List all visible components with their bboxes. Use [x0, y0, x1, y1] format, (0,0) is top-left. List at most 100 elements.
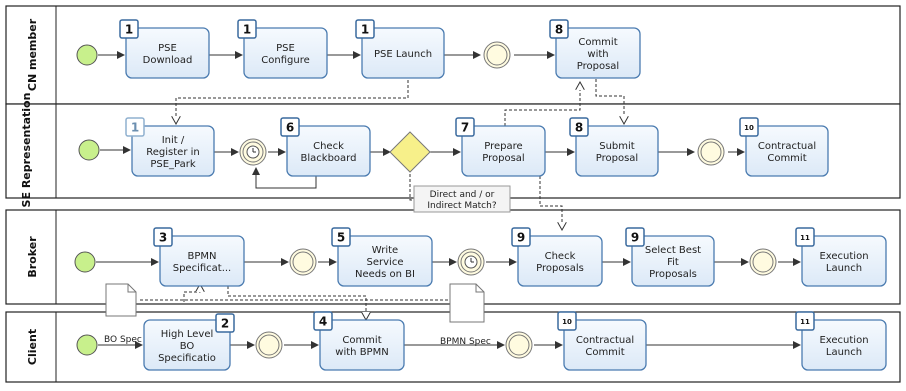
- gateway-annotation-line1: Direct and / or: [430, 190, 495, 200]
- task-label-line: Launch: [826, 347, 862, 358]
- task-box[interactable]: [801, 319, 887, 371]
- task-box[interactable]: [286, 125, 371, 177]
- task-box[interactable]: [745, 125, 829, 177]
- task-box[interactable]: [555, 27, 641, 79]
- task-label-line: Register in: [146, 147, 199, 158]
- task-label-line: PSE Launch: [374, 49, 432, 60]
- task-number-badge: [795, 311, 815, 331]
- task-label-line: Proposal: [596, 153, 638, 164]
- event-broker-1: [289, 248, 317, 276]
- task-number: 1: [131, 121, 139, 135]
- task-number-badge: [455, 117, 475, 137]
- task-box[interactable]: [319, 319, 405, 371]
- task-number: 4: [319, 315, 327, 329]
- timer-events: [239, 138, 485, 276]
- task-box[interactable]: [143, 319, 231, 371]
- task-number-badge: [739, 117, 759, 137]
- task-box[interactable]: [125, 27, 210, 79]
- task-number-badge: [511, 227, 531, 247]
- gateway: [389, 131, 431, 173]
- task-number-badge: [280, 117, 300, 137]
- task-number-badge: [795, 227, 815, 247]
- bpmn-spec-label: BPMN Spec: [440, 337, 491, 347]
- task-number-badge: [355, 19, 375, 39]
- task-box[interactable]: [563, 319, 647, 371]
- task-box[interactable]: [243, 27, 328, 79]
- task-label-line: Proposal: [577, 61, 619, 72]
- timer-icon: [239, 138, 267, 166]
- task-number-badge: [331, 227, 351, 247]
- task-label-line: Select Best: [645, 245, 701, 256]
- task-number: 10: [744, 124, 754, 132]
- task-label-line: Check: [313, 141, 344, 152]
- start-event-broker: [74, 251, 96, 273]
- task-box[interactable]: [801, 235, 887, 287]
- task-number-badge: [313, 311, 333, 331]
- task-box[interactable]: [461, 125, 546, 177]
- task-number-badge: [569, 117, 589, 137]
- task-number-badge: [125, 117, 145, 137]
- lane-label-se: SE Representation: [20, 93, 33, 208]
- task-label-line: Service: [367, 257, 404, 268]
- task-label-line: Proposals: [536, 263, 584, 274]
- task-label-line: Specificatio: [158, 353, 216, 364]
- task-label-line: Launch: [826, 263, 862, 274]
- task-box[interactable]: [575, 125, 659, 177]
- task-label-line: Proposal: [482, 153, 524, 164]
- task-box[interactable]: [159, 235, 245, 287]
- task-number: 2: [221, 317, 229, 331]
- task-label-line: PSE: [158, 43, 177, 54]
- task-number-badge: [557, 311, 577, 331]
- task-box[interactable]: [631, 235, 715, 287]
- start-event-se: [78, 139, 100, 161]
- task-number-badge: [549, 19, 569, 39]
- task-box[interactable]: [337, 235, 433, 287]
- lane-label-broker: Broker: [26, 236, 39, 278]
- task-number-badge: [153, 227, 173, 247]
- task-box[interactable]: [361, 27, 445, 79]
- task-label-line: Init /: [162, 135, 185, 146]
- task-number: 9: [517, 231, 525, 245]
- task-number: 1: [361, 23, 369, 37]
- task-box[interactable]: [131, 125, 215, 177]
- task-label-line: PSE: [276, 43, 295, 54]
- task-label-line: with BPMN: [335, 347, 388, 358]
- task-number: 6: [286, 121, 294, 135]
- lane-label-cn: CN member: [26, 18, 39, 91]
- task-number: 11: [800, 318, 810, 326]
- gateway-annotation-line2: Indirect Match?: [427, 201, 496, 211]
- task-number: 8: [555, 23, 563, 37]
- task-label-line: PSE_Park: [150, 159, 196, 170]
- task-label-line: Contractual: [758, 141, 816, 152]
- task-label-line: Needs on BI: [355, 269, 415, 280]
- task-bpmn-spec[interactable]: 3BPMNSpecificat...: [153, 227, 245, 287]
- task-label-line: Write: [372, 245, 398, 256]
- task-label-line: BO: [180, 341, 195, 352]
- task-box[interactable]: [517, 235, 603, 287]
- task-label-line: Submit: [599, 141, 635, 152]
- task-label-line: Commit: [585, 347, 624, 358]
- task-label-line: BPMN: [188, 251, 217, 262]
- task-label-line: Check: [545, 251, 576, 262]
- start-event-cn: [76, 44, 98, 66]
- start-event-client: [76, 334, 98, 356]
